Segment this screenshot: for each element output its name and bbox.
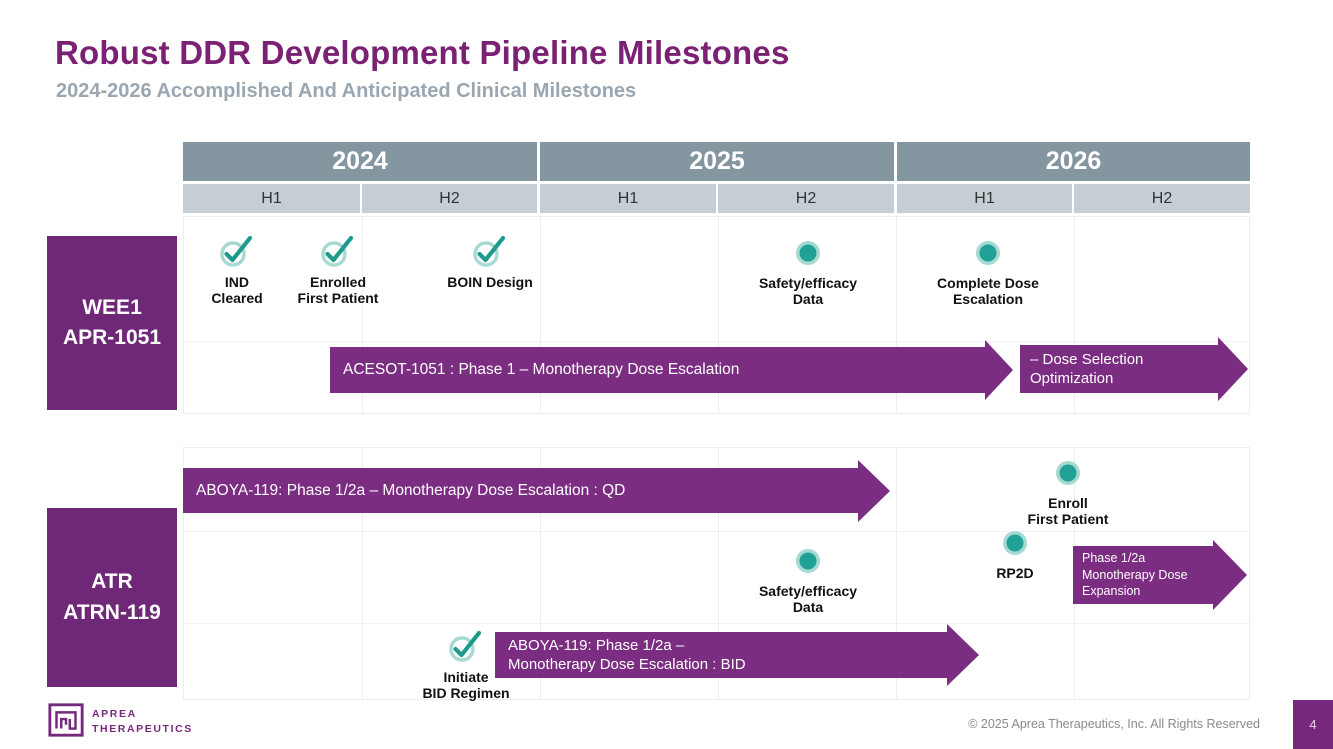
half-header-2026-h2: H2 (1074, 184, 1250, 213)
dot-icon (976, 241, 1000, 265)
copyright-text: © 2025 Aprea Therapeutics, Inc. All Righ… (968, 717, 1260, 731)
milestone-label: BOIN Design (447, 274, 533, 290)
gridline (718, 448, 719, 699)
gridline (1074, 217, 1075, 413)
gridline (896, 217, 897, 413)
arrow-aboya-119-qd: ABOYA-119: Phase 1/2a – Monotherapy Dose… (183, 459, 890, 522)
gridline (718, 217, 719, 413)
arrow-head-icon (947, 624, 979, 686)
program-name-line: APR-1051 (62, 326, 162, 349)
half-header-2024-h2: H2 (362, 184, 537, 213)
page-subtitle: 2024-2026 Accomplished And Anticipated C… (56, 80, 637, 102)
program-name-line: ATRN-119 (63, 600, 161, 624)
gridline (184, 341, 1249, 342)
year-header-2024: 2024 (183, 142, 537, 181)
dot-icon (796, 549, 820, 573)
aprea-logo-icon (48, 703, 84, 737)
check-circle-icon (220, 235, 253, 267)
program-box-atr: ATR ATRN-119 (47, 508, 177, 687)
year-header-2025: 2025 (540, 142, 894, 181)
page-title: Robust DDR Development Pipeline Mileston… (55, 34, 790, 71)
arrow-acesot-1051-phase1: ACESOT-1051 : Phase 1 – Monotherapy Dose… (330, 340, 1013, 400)
year-header-2026: 2026 (897, 142, 1250, 181)
program-name-line: ATR (91, 570, 133, 594)
gridline (184, 623, 1249, 624)
half-header-2025-h1: H1 (540, 184, 716, 213)
arrow-head-icon (985, 340, 1013, 400)
half-header-2026-h1: H1 (897, 184, 1072, 213)
page-number-badge: 4 (1293, 700, 1333, 749)
program-box-wee1: WEE1 APR-1051 (47, 236, 177, 410)
check-circle-icon (449, 630, 482, 662)
milestone-rp2d: RP2D (950, 530, 1080, 581)
gridline (540, 448, 541, 699)
gridline (362, 448, 363, 699)
arrow-head-icon (858, 459, 890, 522)
gridline (362, 217, 363, 413)
arrow-label: ABOYA-119: Phase 1/2a –Monotherapy Dose … (495, 632, 947, 678)
arrow-aboya-119-bid: ABOYA-119: Phase 1/2a –Monotherapy Dose … (495, 624, 979, 686)
dot-icon (1003, 531, 1027, 555)
check-circle-icon (473, 235, 506, 267)
arrow-head-icon (1213, 540, 1247, 610)
milestone-boin-design: BOIN Design (425, 234, 555, 290)
half-header-2024-h1: H1 (183, 184, 360, 213)
dot-icon (796, 241, 820, 265)
gridline (184, 531, 1249, 532)
half-header-2025-h2: H2 (718, 184, 894, 213)
arrow-label: ACESOT-1051 : Phase 1 – Monotherapy Dose… (330, 347, 985, 393)
milestone-label: RP2D (996, 565, 1034, 581)
program-name-line: WEE1 (82, 295, 142, 319)
gridline (540, 217, 541, 413)
gridline (896, 448, 897, 699)
arrow-head-icon (1218, 337, 1248, 401)
dot-icon (1056, 461, 1080, 485)
check-circle-icon (321, 235, 354, 267)
arrow-label: ABOYA-119: Phase 1/2a – Monotherapy Dose… (183, 468, 858, 513)
aprea-logo-text: APREA THERAPEUTICS (92, 708, 193, 735)
